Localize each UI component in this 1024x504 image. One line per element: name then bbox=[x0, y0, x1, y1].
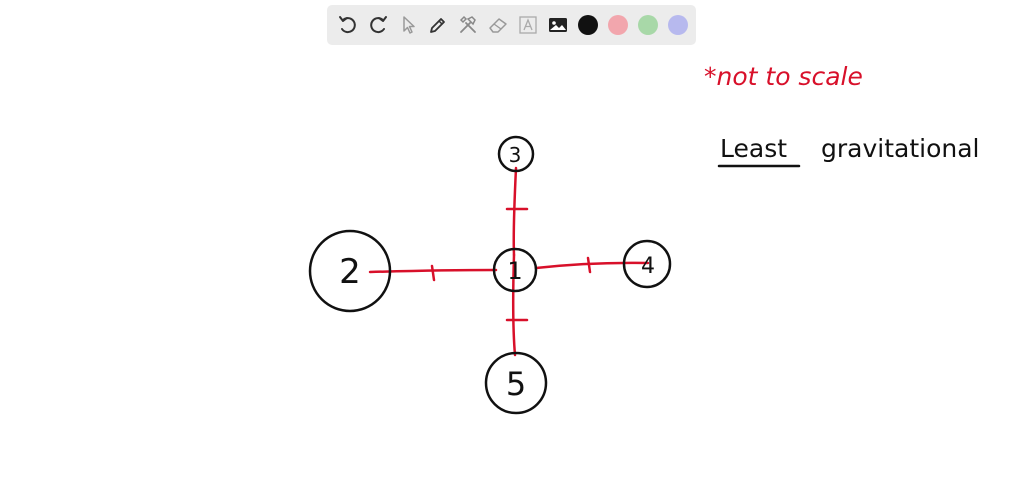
circle-label-2: 2 bbox=[339, 252, 361, 292]
line-2-to-1 bbox=[368, 268, 498, 274]
undo-icon bbox=[339, 16, 356, 34]
circle-4 bbox=[622, 239, 672, 289]
circle-label-1: 1 bbox=[507, 257, 522, 285]
redo-button[interactable] bbox=[363, 10, 393, 40]
pointer-icon bbox=[403, 16, 415, 34]
color-blue[interactable] bbox=[663, 10, 693, 40]
color-black[interactable] bbox=[573, 10, 603, 40]
color-swatch-green bbox=[638, 15, 658, 35]
tools-icon bbox=[459, 15, 476, 33]
eraser-icon bbox=[489, 18, 507, 33]
color-swatch-black bbox=[578, 15, 598, 35]
circle-5 bbox=[484, 351, 548, 415]
text-icon bbox=[519, 16, 537, 34]
drawing-toolbar bbox=[327, 5, 696, 45]
circle-2 bbox=[308, 229, 392, 313]
heading-underlined-word: Least bbox=[720, 134, 787, 163]
line-1-to-5 bbox=[511, 253, 517, 357]
circle-label-5: 5 bbox=[506, 365, 526, 403]
color-swatch-blue bbox=[668, 15, 688, 35]
image-icon bbox=[549, 18, 567, 32]
pen-icon bbox=[430, 18, 445, 33]
redo-icon bbox=[370, 16, 387, 34]
not-to-scale-note: *not to scale bbox=[704, 62, 863, 91]
eraser-button[interactable] bbox=[483, 10, 513, 40]
tools-button[interactable] bbox=[453, 10, 483, 40]
circle-1 bbox=[492, 247, 538, 293]
line-1-to-4 bbox=[534, 261, 650, 270]
tick-mark-right bbox=[586, 256, 592, 274]
line-3-to-1 bbox=[512, 166, 518, 257]
circle-3 bbox=[497, 135, 535, 173]
circle-label-3: 3 bbox=[509, 143, 522, 167]
color-swatch-red bbox=[608, 15, 628, 35]
circle-label-4: 4 bbox=[641, 254, 655, 279]
select-button[interactable] bbox=[393, 10, 423, 40]
pen-button[interactable] bbox=[423, 10, 453, 40]
undo-button[interactable] bbox=[333, 10, 363, 40]
image-button[interactable] bbox=[543, 10, 573, 40]
tick-mark-left bbox=[430, 264, 436, 282]
text-button[interactable] bbox=[513, 10, 543, 40]
heading-rest-text: gravitational bbox=[821, 134, 979, 163]
color-red[interactable] bbox=[603, 10, 633, 40]
color-green[interactable] bbox=[633, 10, 663, 40]
